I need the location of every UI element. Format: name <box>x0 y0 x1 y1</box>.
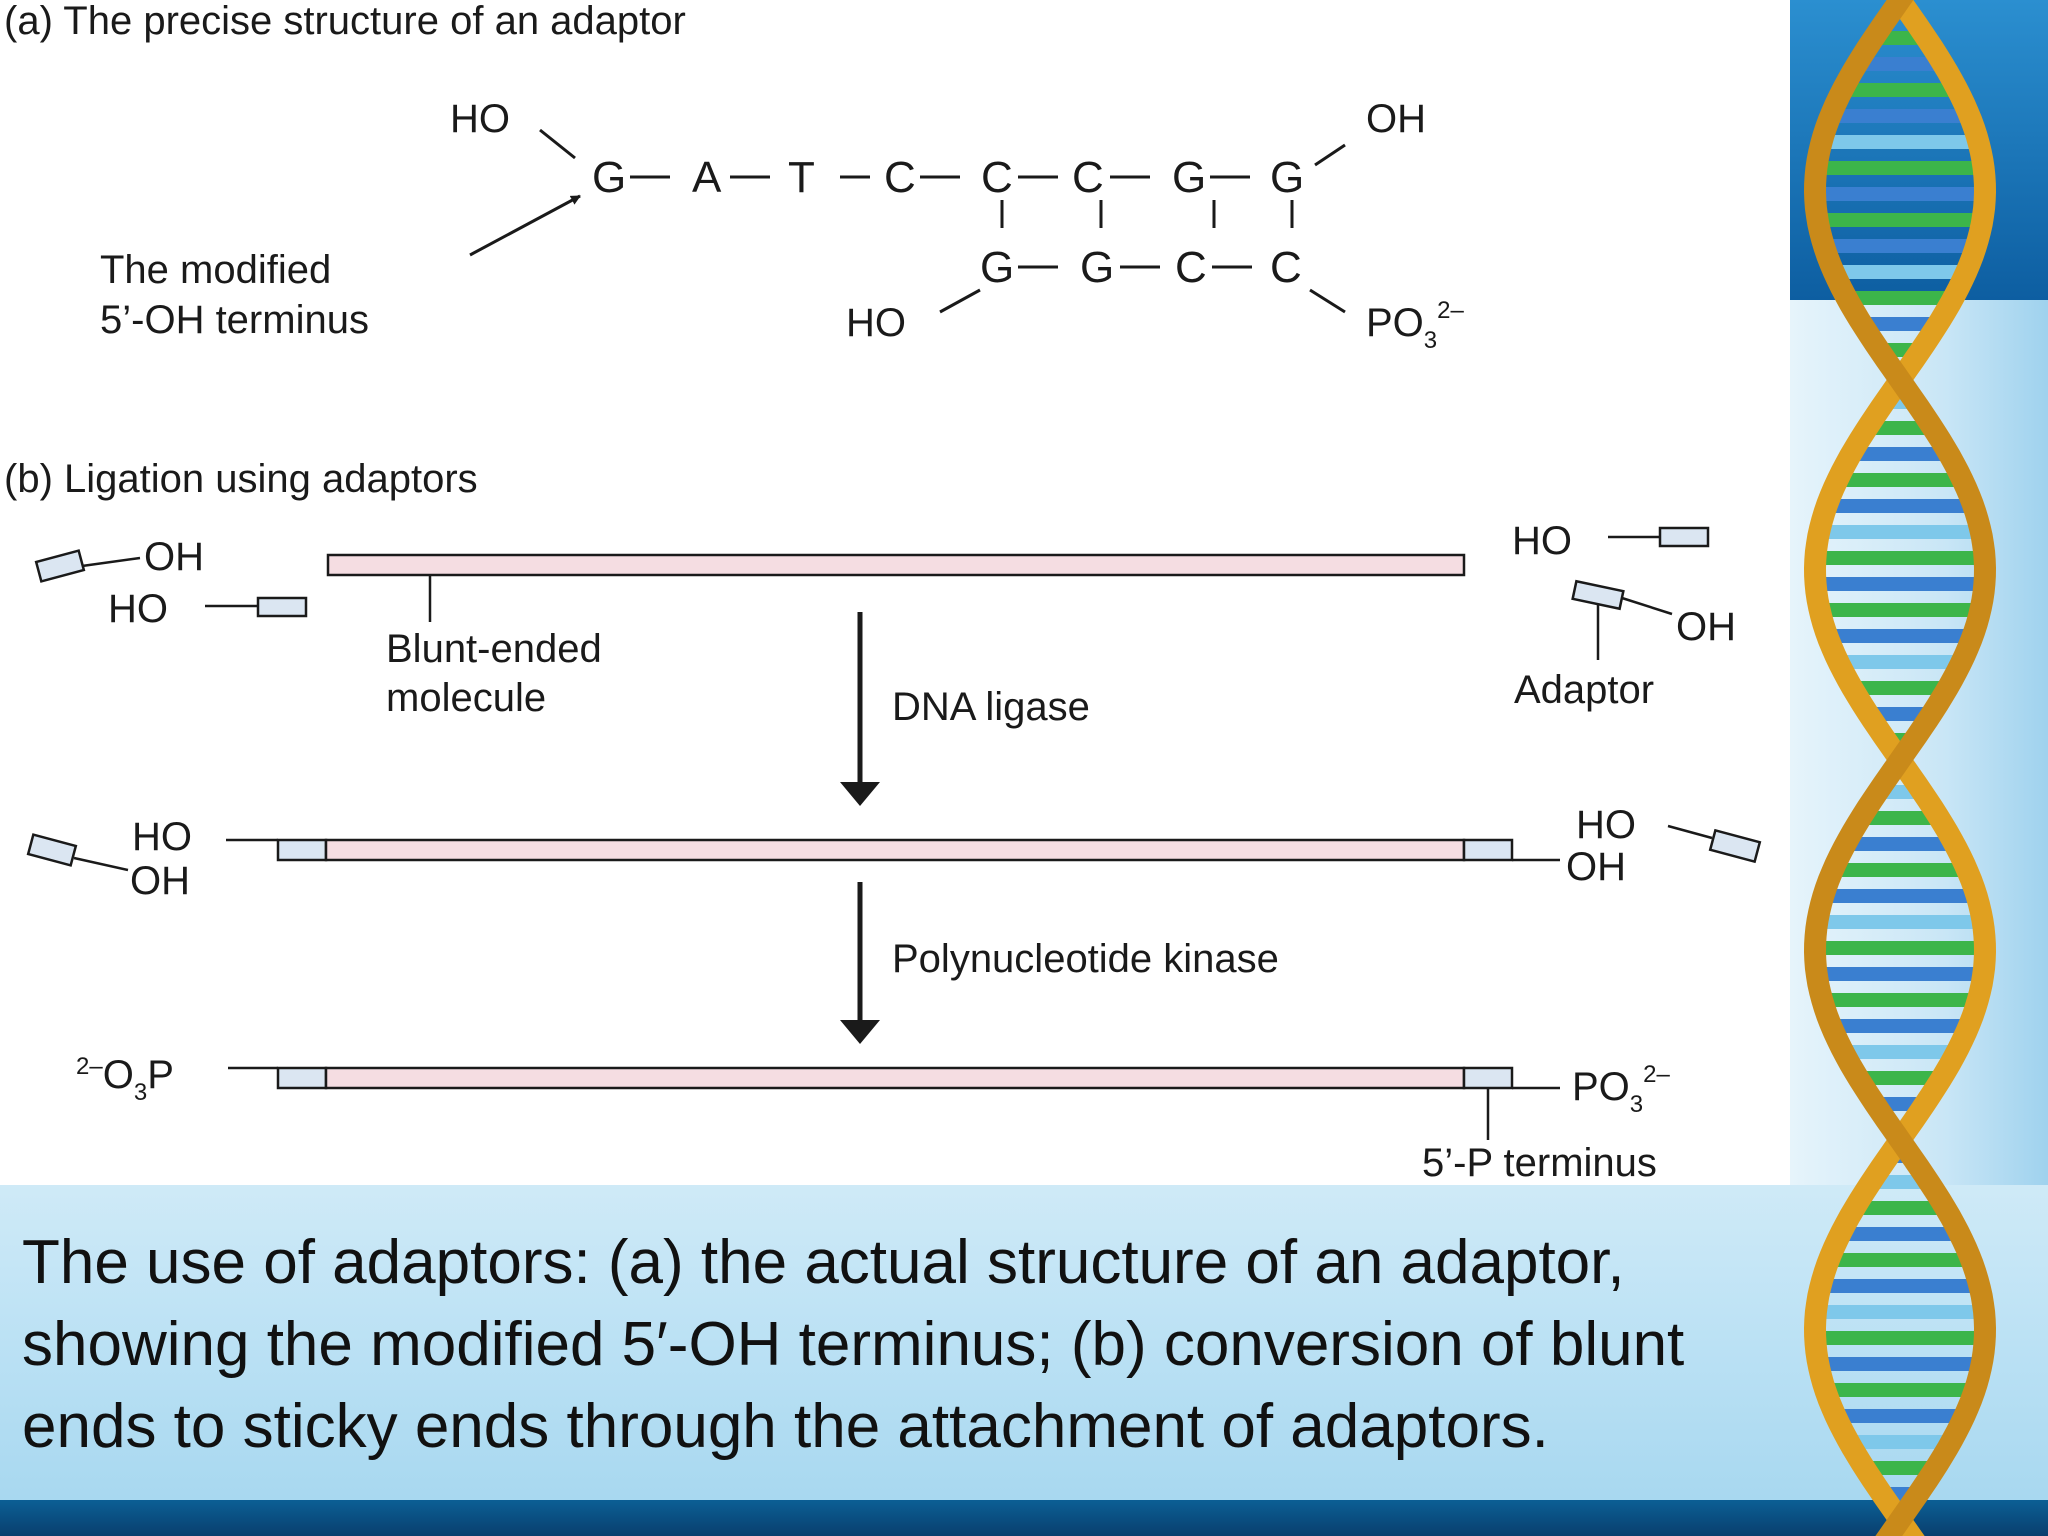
ligated-molecule <box>324 838 1466 862</box>
row1: OH HO Blunt-ended molecule HO OH Adaptor <box>34 519 1736 720</box>
dna-helix-image <box>1803 0 1997 1536</box>
adaptor-phosphorylated-left <box>276 1066 328 1090</box>
base-top-5: C <box>981 153 1013 202</box>
row1-oh-right: OH <box>1676 605 1736 649</box>
step1-label: DNA ligase <box>892 685 1090 729</box>
adaptor-free-left-top <box>34 549 86 583</box>
annotation-arrow <box>469 194 581 257</box>
ho-top-bond <box>539 128 576 160</box>
row3-right-phosphate: PO32– <box>1572 1061 1671 1118</box>
base-bottom-1: G <box>980 243 1014 292</box>
adaptor-diagram: (a) The precise structure of an adaptor … <box>4 0 1762 1185</box>
base-bottom-2: G <box>1080 243 1114 292</box>
base-top-2: A <box>692 153 722 202</box>
adaptor-free-right-bottom <box>1571 579 1625 611</box>
step2-label: Polynucleotide kinase <box>892 937 1279 981</box>
footer-bar <box>0 1500 2048 1536</box>
row2-ho-left: HO <box>132 815 192 859</box>
po3-bond <box>1309 288 1346 314</box>
row3: 2–O3P PO32– 5’-P terminus <box>76 1053 1671 1185</box>
base-top-8: G <box>1270 153 1304 202</box>
row1-ho-right: HO <box>1512 519 1572 563</box>
adaptor-phosphorylated-right <box>1462 1066 1514 1090</box>
blunt-label-line1: Blunt-ended <box>386 627 602 671</box>
sticky-end-molecule <box>324 1066 1466 1090</box>
ho-bottom-left: HO <box>846 301 906 345</box>
arrow-step1-head <box>840 782 880 806</box>
panel-b-title: (b) Ligation using adaptors <box>4 457 478 501</box>
base-bottom-3: C <box>1175 243 1207 292</box>
base-top-3: T <box>788 153 815 202</box>
base-pair-bonds <box>1000 200 1294 228</box>
adaptor-free-left-bottom <box>256 596 308 618</box>
caption-line1: The use of adaptors: (a) the actual stru… <box>22 1228 1625 1297</box>
adaptor-loose-left <box>26 833 78 867</box>
arrow-step2-head <box>840 1020 880 1044</box>
row3-left-phosphate: 2–O3P <box>76 1053 174 1106</box>
top-strand: G A T C C C G G <box>592 153 1304 202</box>
base-top-4: C <box>884 153 916 202</box>
base-top-6: C <box>1072 153 1104 202</box>
annotation-line2: 5’-OH terminus <box>100 298 369 342</box>
terminus-label: 5’-P terminus <box>1422 1141 1657 1185</box>
oh-top-right: OH <box>1366 97 1426 141</box>
ho-bottom-bond <box>939 288 981 314</box>
adaptor-free-right-top <box>1658 526 1710 548</box>
row2-ho-right: HO <box>1576 803 1636 847</box>
base-top-1: G <box>592 153 626 202</box>
caption-line2: showing the modified 5′-OH terminus; (b)… <box>22 1310 1685 1379</box>
row2-oh-right: OH <box>1566 845 1626 889</box>
blunt-molecule <box>326 553 1466 577</box>
base-top-7: G <box>1172 153 1206 202</box>
adaptor-loose-right <box>1708 828 1762 864</box>
adaptor-label: Adaptor <box>1514 668 1654 712</box>
helix-backbone <box>1803 0 1997 1536</box>
blunt-label-line2: molecule <box>386 676 546 720</box>
caption-background <box>0 1185 2048 1500</box>
row2: HO OH HO OH <box>26 803 1762 903</box>
base-bottom-4: C <box>1270 243 1302 292</box>
caption-line3: ends to sticky ends through the attachme… <box>22 1392 1549 1461</box>
panel-a-title: (a) The precise structure of an adaptor <box>4 0 686 43</box>
row2-oh-left: OH <box>130 859 190 903</box>
annotation-line1: The modified <box>100 248 331 292</box>
diagram-area <box>0 0 1790 1185</box>
oh-top-bond <box>1314 143 1346 167</box>
bottom-strand: G G C C <box>980 243 1302 292</box>
row1-ho-left: HO <box>108 587 168 631</box>
adaptor-ligated-left <box>276 838 328 862</box>
po3-label: PO32– <box>1366 297 1465 354</box>
ho-top-left: HO <box>450 97 510 141</box>
caption: The use of adaptors: (a) the actual stru… <box>22 1222 1862 1468</box>
row1-oh-left: OH <box>144 535 204 579</box>
adaptor-ligated-right <box>1462 838 1514 862</box>
